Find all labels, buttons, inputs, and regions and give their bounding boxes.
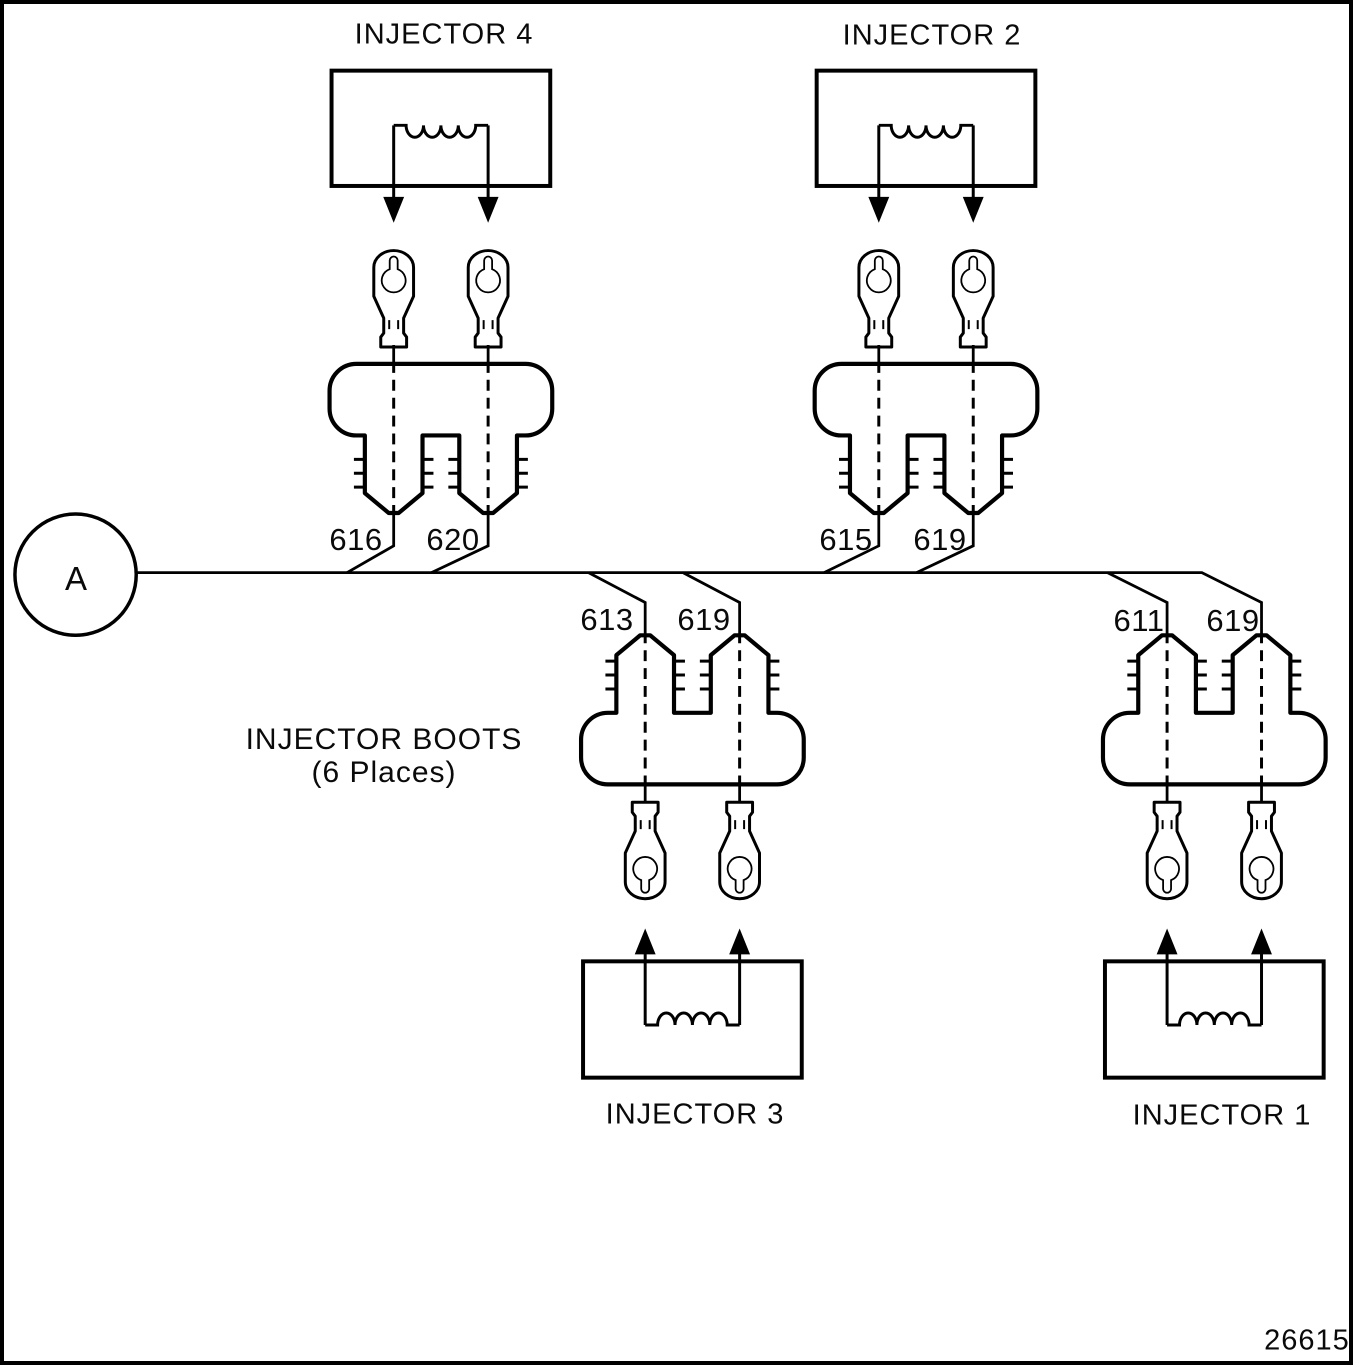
wire-label-613: 613 [580, 602, 634, 637]
injector-2-label: INJECTOR 2 [842, 19, 1022, 52]
terminal-boot-links [877, 345, 975, 365]
down-arrow-icon [868, 196, 890, 223]
injector-boot [330, 362, 553, 513]
wire-label-619-right: 619 [1206, 603, 1260, 638]
terminal-boot-links [643, 783, 742, 804]
wire-620 [430, 512, 490, 574]
injector-2-symbol [814, 68, 1038, 513]
wire-label-615: 615 [819, 522, 873, 557]
injector-boot [815, 362, 1038, 513]
injector-4-label: INJECTOR 4 [354, 18, 534, 51]
injector-1-symbol [1102, 635, 1326, 1080]
ring-terminal [372, 249, 416, 349]
injector-2-lead-wires [877, 125, 975, 201]
injector-boot [581, 635, 804, 786]
connector-a-circle [13, 512, 138, 638]
injector-2-box [814, 68, 1038, 188]
injector-3-label: INJECTOR 3 [605, 1098, 785, 1131]
wire-label-619-middle: 619 [677, 602, 731, 637]
down-arrow-icon [962, 196, 984, 223]
connector-a-label: A [64, 560, 88, 597]
wire-619-upper [915, 512, 975, 574]
ring-terminal [857, 249, 901, 349]
injector-1-label: INJECTOR 1 [1132, 1099, 1312, 1132]
boots-note-line-2: (6 Places) [311, 756, 457, 789]
boots-note-line-1: INJECTOR BOOTS [245, 723, 523, 756]
down-arrow-icon [477, 196, 499, 223]
wire-616 [346, 512, 396, 574]
ring-terminal [951, 249, 995, 349]
ring-terminal [1240, 800, 1283, 901]
wire-619-middle [682, 571, 742, 637]
diagram-artwork [13, 68, 1349, 1080]
wire-label-620: 620 [426, 522, 480, 557]
injector-1-coil [1165, 1011, 1264, 1027]
wire-label-616: 616 [329, 522, 383, 557]
injector-3-coil [643, 1011, 742, 1027]
injector-4-box [329, 68, 553, 188]
wire-label-619-upper: 619 [913, 522, 967, 557]
injector-1-box [1102, 959, 1326, 1080]
figure-number: 26615 [1264, 1324, 1350, 1357]
injector-2-coil [877, 123, 975, 139]
injector-3-symbol [581, 635, 804, 1080]
down-arrow-icon [383, 196, 405, 223]
ring-terminal [466, 249, 510, 349]
injector-4-coil [392, 123, 490, 139]
injector-3-box [581, 959, 804, 1080]
wire-611 [1106, 571, 1169, 637]
terminal-boot-links [392, 345, 490, 365]
terminal-boot-links [1165, 783, 1263, 804]
wire-613 [587, 571, 647, 637]
injector-boot [1103, 635, 1326, 786]
ring-terminal [623, 800, 667, 901]
wire-label-611: 611 [1113, 603, 1165, 638]
injector-4-lead-wires [392, 125, 490, 201]
ring-terminal [718, 800, 761, 901]
harness-bus-line [136, 571, 1263, 637]
ring-terminal [1145, 800, 1189, 901]
wire-615 [823, 512, 881, 574]
injector-4-symbol [329, 68, 553, 513]
